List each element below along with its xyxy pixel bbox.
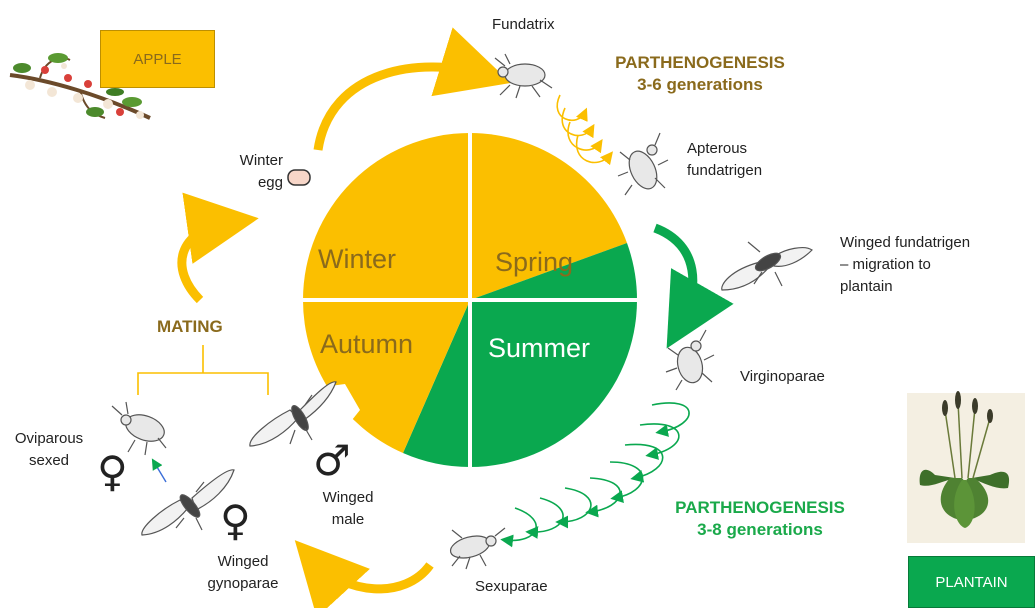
apple-blossom-icon (9, 53, 151, 120)
season-wheel (290, 132, 637, 467)
aphid-icon (111, 401, 167, 456)
parthenogenesis-loops-apple (556, 94, 614, 166)
female-symbol-icon: ♀ (97, 447, 128, 496)
egg-icon (287, 169, 311, 186)
aphid-icon (449, 527, 506, 570)
label-apterous-fundatrigen: Apterous fundatrigen (687, 138, 762, 182)
gynoparae-arrow (151, 458, 167, 483)
label-winged-fundatrigen-line2: – migration to (840, 256, 931, 273)
winged-aphid-icon (141, 469, 235, 536)
label-oviparous-line1: Oviparous (14, 430, 84, 447)
winter-sector (303, 133, 470, 300)
apple-host-box: APPLE (100, 30, 215, 88)
autumn-sector (303, 300, 470, 453)
label-winter-egg: Winter egg (213, 150, 283, 194)
label-winter-egg-line1: Winter (239, 152, 283, 169)
return-migration-arrow (294, 540, 434, 608)
plantain-plant-icon (907, 391, 1025, 543)
season-summer: Summer (488, 333, 591, 363)
label-parthenogenesis-plantain: PARTHENOGENESIS 3-8 generations (640, 497, 880, 541)
label-winged-fundatrigen-line3: plantain (840, 278, 893, 295)
mating-bracket (137, 345, 269, 395)
plantain-host-box: PLANTAIN (908, 556, 1035, 608)
parthenogenesis-plantain-generations: 3-8 generations (697, 520, 823, 539)
label-winged-gynoparae: Winged gynoparae (188, 551, 298, 595)
label-sexuparae: Sexuparae (475, 578, 548, 595)
label-parthenogenesis-apple: PARTHENOGENESIS 3-6 generations (580, 52, 820, 96)
spring-green-sector (470, 243, 637, 300)
label-fundatrix: Fundatrix (492, 16, 555, 33)
parthenogenesis-loops-plantain (500, 402, 690, 548)
label-male-line1: Winged (322, 489, 374, 506)
label-oviparous-sexed: Oviparous sexed (4, 428, 94, 472)
label-gynoparae-line2: gynoparae (207, 575, 279, 592)
winter-to-spring-arrow (313, 27, 511, 151)
season-winter: Winter (318, 244, 397, 274)
label-virginoparae: Virginoparae (740, 368, 825, 385)
mating-to-egg-arrow (177, 192, 259, 304)
female-symbol-icon: ♀ (220, 496, 251, 545)
aphid-icon (617, 132, 669, 196)
label-apterous-line: Apterous (687, 140, 748, 157)
season-spring: Spring (495, 247, 574, 277)
autumn-green-sector (403, 300, 470, 467)
parthenogenesis-apple-title: PARTHENOGENESIS (615, 53, 785, 72)
aphid-icon (665, 329, 715, 391)
label-winged-fundatrigen-line1: Winged fundatrigen (840, 234, 971, 251)
spring-upper-sector (470, 132, 627, 300)
label-fundatrigen-line: fundatrigen (687, 162, 763, 179)
male-symbol-icon: ♂ (313, 436, 351, 485)
label-winged-male: Winged male (310, 487, 386, 531)
label-mating: MATING (157, 317, 223, 336)
season-autumn: Autumn (320, 329, 414, 359)
label-winged-fundatrigen: Winged fundatrigen – migration to planta… (840, 232, 970, 298)
summer-sector (470, 300, 637, 467)
parthenogenesis-apple-generations: 3-6 generations (637, 75, 763, 94)
winged-aphid-icon (249, 381, 337, 447)
label-gynoparae-line1: Winged (217, 553, 269, 570)
label-male-line2: male (331, 511, 365, 528)
parthenogenesis-plantain-title: PARTHENOGENESIS (675, 498, 845, 517)
aphid-icon (494, 53, 553, 99)
label-winter-egg-line2: egg (257, 174, 283, 191)
winged-aphid-icon (721, 241, 813, 291)
migration-arrow (653, 223, 734, 349)
label-oviparous-line2: sexed (28, 452, 70, 469)
